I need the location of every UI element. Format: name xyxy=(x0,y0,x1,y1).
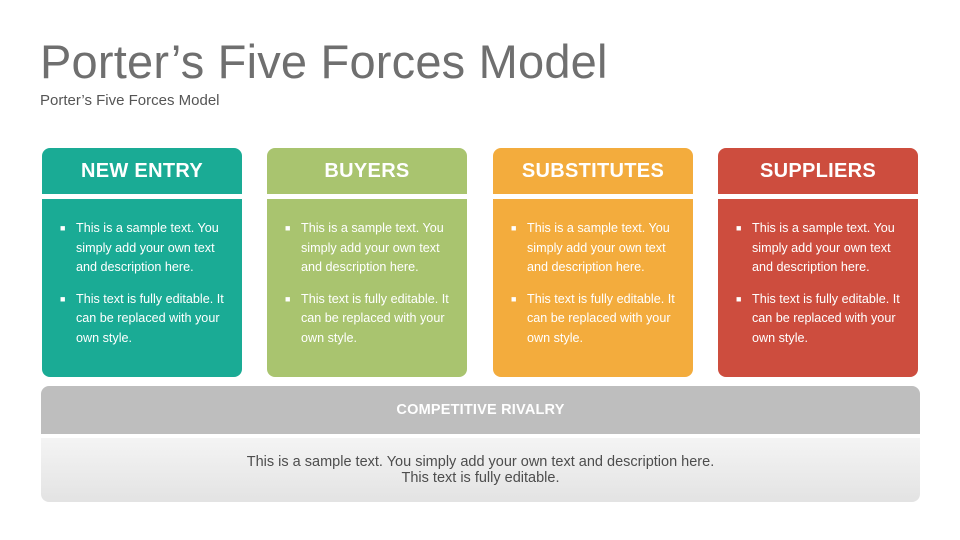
rivalry-body: This is a sample text. You simply add yo… xyxy=(41,438,920,502)
rivalry-header: COMPETITIVE RIVALRY xyxy=(41,386,920,438)
bullet-square-icon: ■ xyxy=(511,223,517,233)
bullet-text: This is a sample text. You simply add yo… xyxy=(527,221,670,274)
card-header-buyers: BUYERS xyxy=(267,148,467,199)
bullet-text: This text is fully editable. It can be r… xyxy=(301,291,449,345)
bullet-text: This text is fully editable. It can be r… xyxy=(527,291,675,345)
card-buyers: BUYERS ■ This is a sample text. You simp… xyxy=(267,148,467,377)
bullet-text: This is a sample text. You simply add yo… xyxy=(76,221,219,274)
bullet-item: ■ This is a sample text. You simply add … xyxy=(60,219,226,278)
card-header-new-entry: NEW ENTRY xyxy=(42,148,242,199)
card-body-buyers: ■ This is a sample text. You simply add … xyxy=(267,199,467,377)
bullet-square-icon: ■ xyxy=(511,293,517,304)
bullet-item: ■ This text is fully editable. It can be… xyxy=(511,290,677,349)
card-header-substitutes: SUBSTITUTES xyxy=(493,148,693,199)
bullet-text: This text is fully editable. It can be r… xyxy=(76,291,224,345)
card-body-substitutes: ■ This is a sample text. You simply add … xyxy=(493,199,693,377)
competitive-rivalry-panel: COMPETITIVE RIVALRY This is a sample tex… xyxy=(41,386,920,502)
bullet-square-icon: ■ xyxy=(736,293,742,304)
slide-subtitle: Porter’s Five Forces Model xyxy=(40,92,220,109)
slide-title: Porter’s Five Forces Model xyxy=(40,35,608,88)
card-body-suppliers: ■ This is a sample text. You simply add … xyxy=(718,199,918,377)
bullet-square-icon: ■ xyxy=(60,293,66,304)
bullet-item: ■ This text is fully editable. It can be… xyxy=(736,290,902,349)
bullet-square-icon: ■ xyxy=(60,223,66,233)
bullet-item: ■ This text is fully editable. It can be… xyxy=(285,290,451,349)
card-header-suppliers: SUPPLIERS xyxy=(718,148,918,199)
bullet-text: This is a sample text. You simply add yo… xyxy=(301,221,444,274)
bullet-text: This is a sample text. You simply add yo… xyxy=(752,221,895,274)
bullet-item: ■ This is a sample text. You simply add … xyxy=(736,219,902,278)
card-body-new-entry: ■ This is a sample text. You simply add … xyxy=(42,199,242,377)
bullet-item: ■ This is a sample text. You simply add … xyxy=(285,219,451,278)
rivalry-text-line-1: This is a sample text. You simply add yo… xyxy=(246,454,715,470)
bullet-text: This text is fully editable. It can be r… xyxy=(752,291,900,345)
card-suppliers: SUPPLIERS ■ This is a sample text. You s… xyxy=(718,148,918,377)
bullet-item: ■ This text is fully editable. It can be… xyxy=(60,290,226,349)
bullet-square-icon: ■ xyxy=(285,293,291,304)
rivalry-text-line-2: This text is fully editable. xyxy=(401,470,560,486)
bullet-item: ■ This is a sample text. You simply add … xyxy=(511,219,677,278)
bullet-square-icon: ■ xyxy=(285,223,291,233)
card-substitutes: SUBSTITUTES ■ This is a sample text. You… xyxy=(493,148,693,377)
card-new-entry: NEW ENTRY ■ This is a sample text. You s… xyxy=(42,148,242,377)
bullet-square-icon: ■ xyxy=(736,223,742,233)
